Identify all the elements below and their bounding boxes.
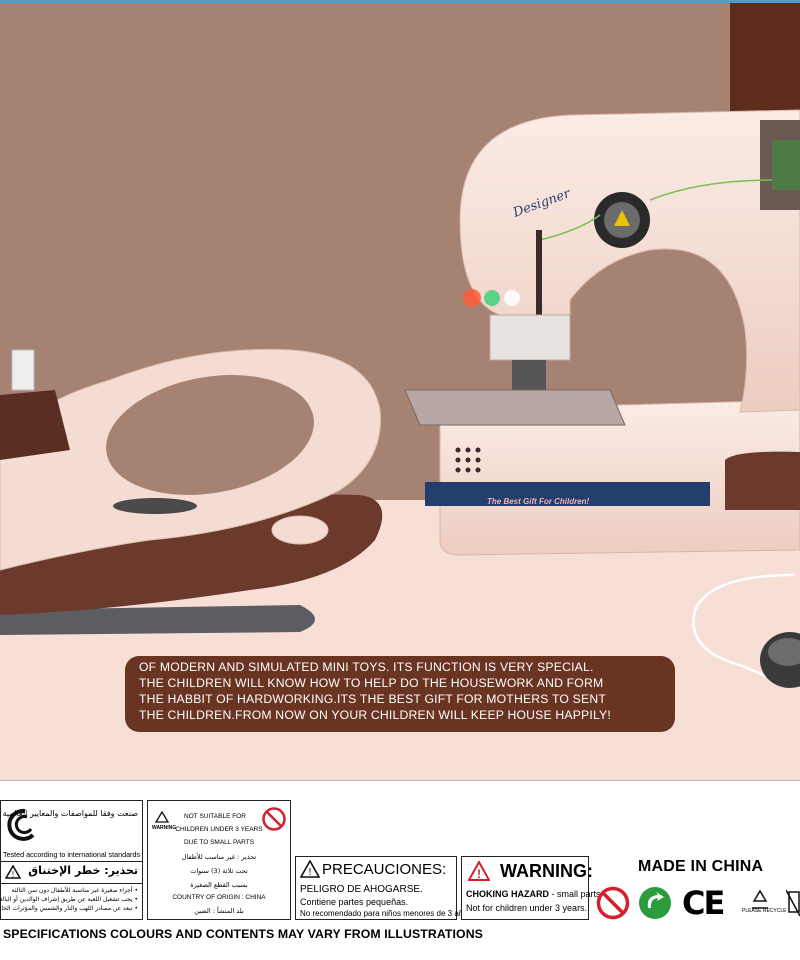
toy-iron-illustration xyxy=(0,348,383,635)
arabic-line-2: تحت ثلاثة (3) سنوات xyxy=(190,867,248,875)
svg-text:!: ! xyxy=(309,867,312,878)
machine-strip-text: The Best Gift For Children! xyxy=(487,497,590,506)
svg-text:!: ! xyxy=(477,867,481,881)
divider xyxy=(1,861,142,862)
warning-triangle-icon: ! xyxy=(300,860,320,878)
please-recycle-text: PLEASE RECYCLE xyxy=(742,908,787,914)
warning-box: ! WARNING: CHOKING HAZARD - small parts.… xyxy=(461,856,603,920)
standards-logo-icon xyxy=(7,808,35,841)
green-dot-icon xyxy=(639,887,671,919)
wall-dark-panel xyxy=(730,0,800,125)
tested-standards-text: Tested according to international standa… xyxy=(3,850,141,859)
arabic-origin: بلد المنشأ : الصين xyxy=(194,907,244,915)
age-0-3-prohibited-icon xyxy=(262,807,286,831)
banner-line-3: THE HABBIT OF HARDWORKING.ITS THE BEST G… xyxy=(139,692,606,706)
arabic-standards-box: صنعت وفقا للمواصفات والمعايير العالمية T… xyxy=(0,800,143,920)
banner-line-1: OF MODERN AND SIMULATED MINI TOYS. ITS F… xyxy=(139,660,594,674)
not-suitable-line-2: CHILDREN UNDER 3 YEARS xyxy=(175,826,263,833)
section-divider xyxy=(0,780,800,781)
sewing-machine-illustration xyxy=(404,109,800,556)
specifications-disclaimer: SPECIFICATIONS COLOURS AND CONTENTS MAY … xyxy=(3,927,483,941)
arabic-warning-item: • أجزاء صغيرة غير مناسبة للأطفال دون سن … xyxy=(11,887,138,894)
warning-line-2: Not for children under 3 years. xyxy=(466,903,588,913)
warning-triangle-icon: ! xyxy=(5,865,21,879)
arabic-standards-text: صنعت وفقا للمواصفات والمعايير العالمية xyxy=(2,809,138,818)
choking-hazard: CHOKING HAZARD xyxy=(466,889,549,899)
small-parts: - small parts. xyxy=(549,889,604,899)
arabic-warning-title: تحذير: خطر الإختناق xyxy=(28,864,138,877)
certification-icons: CE PLEASE RECYCLE xyxy=(596,884,800,922)
please-recycle-icon xyxy=(752,889,768,909)
ce-mark-icon: CE xyxy=(682,884,725,922)
arabic-line-1: تحذير : غير مناسب للأطفال xyxy=(181,853,257,861)
warning-line-1: CHOKING HAZARD - small parts. xyxy=(466,889,603,899)
arabic-warning-item: • تبعد عن مصادر اللهب والنار والشمس والم… xyxy=(0,905,138,912)
warning-triangle-icon: ! xyxy=(468,861,490,881)
precauciones-line-2: Contiene partes pequeñas. xyxy=(300,897,409,907)
arabic-warning-item: • يجب تشغيل اللعبة عن طريق إشراف الوالدي… xyxy=(0,896,138,903)
foot-pedal-illustration xyxy=(692,573,800,688)
precauciones-title: PRECAUCIONES: xyxy=(322,861,447,878)
not-suitable-line-1: NOT SUITABLE FOR xyxy=(184,813,246,820)
banner-line-4: THE CHILDREN.FROM NOW ON YOUR CHILDREN W… xyxy=(139,708,611,722)
precauciones-line-1: PELIGRO DE AHOGARSE. xyxy=(300,884,423,895)
arabic-line-3: بسبب القطع الصغيرة xyxy=(190,881,248,889)
not-suitable-box: WARNING NOT SUITABLE FOR CHILDREN UNDER … xyxy=(147,800,291,920)
not-suitable-line-3: DUE TO SMALL PARTS xyxy=(183,839,255,846)
arabic-warning-list: • أجزاء صغيرة غير مناسبة للأطفال دون سن … xyxy=(0,886,138,913)
divider xyxy=(1,883,142,884)
svg-text:!: ! xyxy=(12,870,14,879)
weee-bin-icon xyxy=(786,889,800,917)
description-banner: OF MODERN AND SIMULATED MINI TOYS. ITS F… xyxy=(125,656,675,732)
country-of-origin: COUNTRY OF ORIGIN : CHINA xyxy=(172,894,266,901)
precauciones-line-3: No recomendado para niños menores de 3 a… xyxy=(300,909,474,918)
warning-triangle-icon xyxy=(155,811,169,823)
age-0-3-prohibited-icon xyxy=(596,886,630,920)
top-border xyxy=(0,0,800,3)
made-in-china: MADE IN CHINA xyxy=(638,858,764,875)
banner-line-2: THE CHILDREN WILL KNOW HOW TO HELP DO TH… xyxy=(139,676,604,690)
product-scene: Designer The Best Gift For Children! OF … xyxy=(0,0,800,780)
precauciones-box: ! PRECAUCIONES: PELIGRO DE AHOGARSE. Con… xyxy=(295,856,474,920)
warning-title: WARNING: xyxy=(500,861,593,881)
warning-label: WARNING xyxy=(152,825,177,831)
